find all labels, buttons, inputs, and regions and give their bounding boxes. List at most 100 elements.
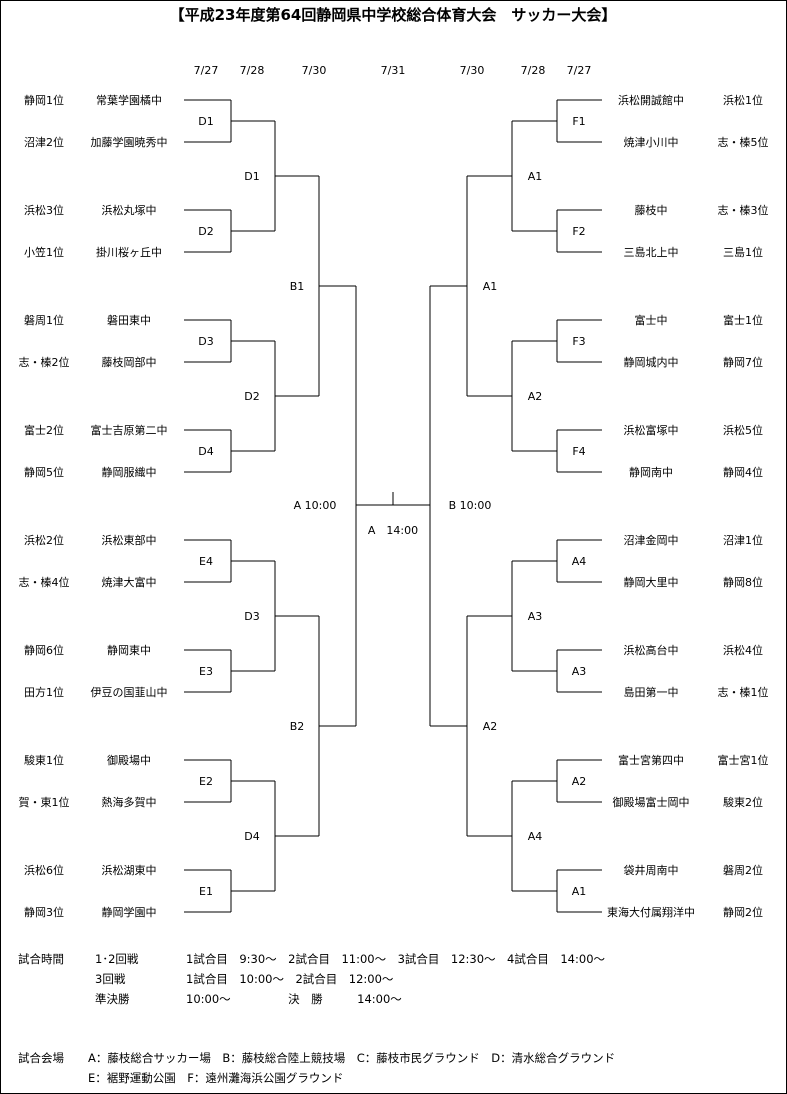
left-r2-venue: D4 [244,830,259,843]
venues-line-1: A：藤枝総合サッカー場 B：藤枝総合陸上競技場 C：藤枝市民グラウンド D：清水… [88,1051,616,1065]
right-team-name: 島田第一中 [624,685,679,699]
left-team-name: 静岡学園中 [102,905,157,919]
right-semi-label: B 10:00 [449,499,492,512]
left-team-name: 浜松東部中 [102,533,157,547]
bracket-labels: 静岡1位常葉学園橘中浜松開誠館中浜松1位沼津2位加藤学園暁秀中焼津小川中志・榛5… [19,93,769,919]
date-left-r1: 7/27 [194,64,219,77]
right-team-seed: 静岡4位 [723,465,763,479]
left-r1-venue: D3 [198,335,213,348]
right-r2-venue: A2 [528,390,543,403]
left-team-name: 掛川桜ヶ丘中 [96,245,162,259]
right-team-seed: 駿東2位 [723,795,763,809]
left-r3-venue: B2 [290,720,305,733]
left-team-seed: 駿東1位 [24,753,64,767]
left-r1-venue: E2 [199,775,213,788]
left-team-seed: 小笠1位 [24,245,64,259]
right-team-name: 焼津小川中 [624,136,679,149]
left-team-name: 加藤学園暁秀中 [91,135,168,149]
left-team-name: 伊豆の国韮山中 [91,686,168,699]
right-team-name: 静岡南中 [629,465,673,479]
left-team-name: 浜松湖東中 [102,863,157,877]
left-team-seed: 志・榛2位 [19,355,70,369]
right-r1-venue: F2 [572,225,585,238]
right-team-name: 沼津金岡中 [624,533,679,547]
bracket-lines [184,99,602,913]
right-team-name: 御殿場富士岡中 [613,795,690,809]
left-team-seed: 志・榛4位 [19,575,70,589]
date-left-r3: 7/30 [302,64,327,77]
left-semi-label: A 10:00 [294,499,337,512]
left-r1-venue: D1 [198,115,213,128]
left-team-name: 磐田東中 [107,313,151,327]
left-team-seed: 富士2位 [24,423,64,437]
left-team-seed: 田方1位 [24,685,64,699]
left-team-seed: 浜松2位 [24,533,64,547]
left-team-seed: 静岡5位 [24,465,64,479]
right-team-name: 富士中 [635,313,668,327]
right-r1-venue: A1 [572,885,587,898]
right-team-seed: 静岡8位 [723,575,763,589]
left-r3-venue: B1 [290,280,305,293]
right-team-seed: 富士1位 [723,313,763,327]
left-team-seed: 沼津2位 [24,135,64,149]
left-r1-venue: E4 [199,555,213,568]
left-r1-venue: E1 [199,885,213,898]
schedule-times-1: 1試合目 9:30～ 2試合目 11:00～ 3試合目 12:30～ 4試合目 … [186,952,606,966]
left-team-name: 静岡服織中 [102,465,157,479]
left-team-name: 熱海多賀中 [102,795,157,809]
right-team-seed: 静岡2位 [723,905,763,919]
right-team-name: 静岡城内中 [624,355,679,369]
left-team-seed: 静岡1位 [24,93,64,107]
right-team-seed: 三島1位 [723,245,763,259]
left-team-name: 浜松丸塚中 [102,203,157,217]
schedule-times-2: 1試合目 10:00～ 2試合目 12:00～ [186,972,394,986]
left-team-seed: 浜松3位 [24,203,64,217]
right-r3-venue: A2 [483,720,498,733]
right-team-seed: 静岡7位 [723,355,763,369]
left-team-seed: 磐周1位 [24,313,64,327]
left-team-name: 御殿場中 [107,753,151,767]
left-r1-venue: E3 [199,665,213,678]
right-team-seed: 沼津1位 [723,533,763,547]
right-team-seed: 浜松5位 [723,423,763,437]
left-team-name: 静岡東中 [107,643,151,657]
right-team-seed: 浜松4位 [723,643,763,657]
date-right-r3: 7/30 [460,64,485,77]
right-r1-venue: F3 [572,335,585,348]
left-team-seed: 静岡6位 [24,643,64,657]
date-right-r2: 7/28 [521,64,546,77]
left-team-name: 富士吉原第二中 [91,423,168,437]
right-r3-venue: A1 [483,280,498,293]
right-r2-venue: A3 [528,610,543,623]
right-team-name: 浜松富塚中 [624,423,679,437]
right-team-name: 東海大付属翔洋中 [607,905,695,919]
right-team-seed: 富士宮1位 [718,753,769,767]
right-team-name: 浜松高台中 [624,643,679,657]
left-r1-venue: D2 [198,225,213,238]
left-team-name: 焼津大富中 [102,575,157,589]
right-r1-venue: F1 [572,115,585,128]
left-r2-venue: D2 [244,390,259,403]
schedule-round-3: 準決勝 [95,992,130,1006]
right-team-name: 藤枝中 [635,203,668,217]
right-team-seed: 志・榛5位 [718,135,769,149]
right-team-name: 袋井周南中 [624,863,679,877]
page-title: 【平成23年度第64回静岡県中学校総合体育大会 サッカー大会】 [170,6,617,24]
right-r2-venue: A4 [528,830,543,843]
schedule-round-2: 3回戦 [95,972,126,986]
left-team-seed: 賀・東1位 [19,795,70,809]
left-r2-venue: D3 [244,610,259,623]
right-team-seed: 志・榛3位 [718,203,769,217]
venues-line-2: E：裾野運動公園 F：遠州灘海浜公園グラウンド [88,1071,344,1085]
right-r2-venue: A1 [528,170,543,183]
right-team-name: 富士宮第四中 [618,753,684,767]
left-team-seed: 浜松6位 [24,863,64,877]
date-right-r1: 7/27 [567,64,592,77]
date-final: 7/31 [381,64,406,77]
right-r1-venue: A3 [572,665,587,678]
right-team-seed: 志・榛1位 [718,685,769,699]
right-team-seed: 浜松1位 [723,93,763,107]
final-label: A 14:00 [368,524,418,537]
right-team-seed: 磐周2位 [723,863,763,877]
